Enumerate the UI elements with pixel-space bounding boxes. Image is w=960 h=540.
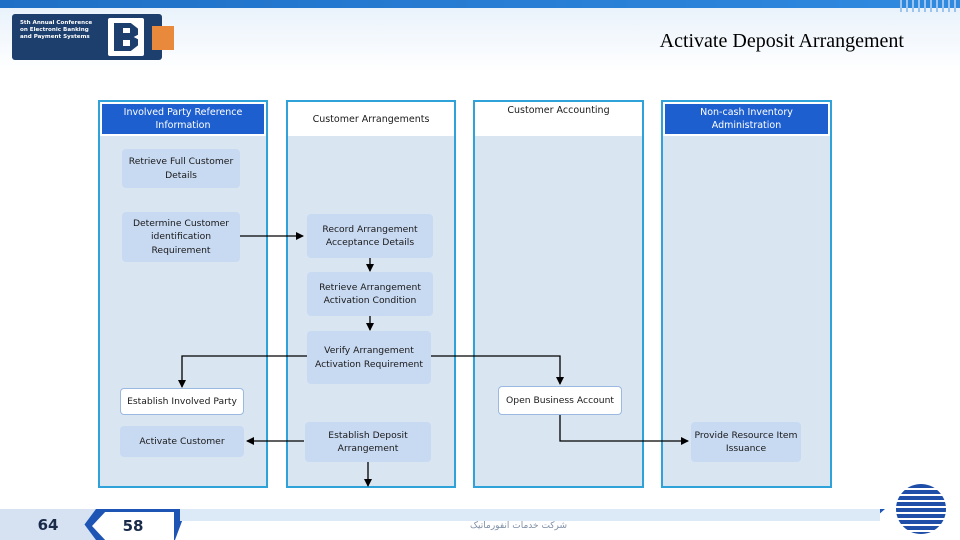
lane-customer-accounting: Customer Accounting <box>473 100 644 488</box>
top-accent-bar <box>0 0 960 8</box>
lane-header-customer-accounting: Customer Accounting <box>475 102 642 136</box>
activity-determine-customer-identification: Determine Customer identification Requir… <box>122 212 240 262</box>
header-stripes <box>900 0 960 12</box>
logo-text: 5th Annual Conference on Electronic Bank… <box>20 20 93 41</box>
footer-company-text: شرکت خدمات انفورماتیک <box>470 521 568 531</box>
page-title: Activate Deposit Arrangement <box>659 30 904 52</box>
activity-establish-deposit-arrangement: Establish Deposit Arrangement <box>305 422 431 462</box>
logo-b-icon <box>108 18 144 56</box>
activity-provide-resource-item-issuance: Provide Resource Item Issuance <box>691 422 801 462</box>
conference-logo: 5th Annual Conference on Electronic Bank… <box>12 14 162 60</box>
activity-verify-arrangement-activation: Verify Arrangement Activation Requiremen… <box>307 331 431 384</box>
activity-open-business-account: Open Business Account <box>498 386 622 415</box>
page-number-current: 64 <box>0 509 96 540</box>
globe-logo-icon <box>896 484 946 534</box>
activity-retrieve-arrangement-activation: Retrieve Arrangement Activation Conditio… <box>307 272 433 316</box>
lane-header-noncash-inventory: Non-cash Inventory Administration <box>663 102 830 136</box>
activity-activate-customer: Activate Customer <box>120 426 244 457</box>
footer-light-strip <box>180 509 880 521</box>
lane-header-involved-party: Involved Party Reference Information <box>100 102 266 136</box>
page-number-other: 58 <box>92 512 174 540</box>
activity-establish-involved-party: Establish Involved Party <box>120 388 244 415</box>
logo-orange-square <box>152 26 174 50</box>
activity-retrieve-full-customer-details: Retrieve Full Customer Details <box>122 149 240 188</box>
activity-record-arrangement-acceptance: Record Arrangement Acceptance Details <box>307 214 433 258</box>
lane-header-customer-arrangements: Customer Arrangements <box>288 102 454 136</box>
footer-white-strip <box>175 521 883 540</box>
